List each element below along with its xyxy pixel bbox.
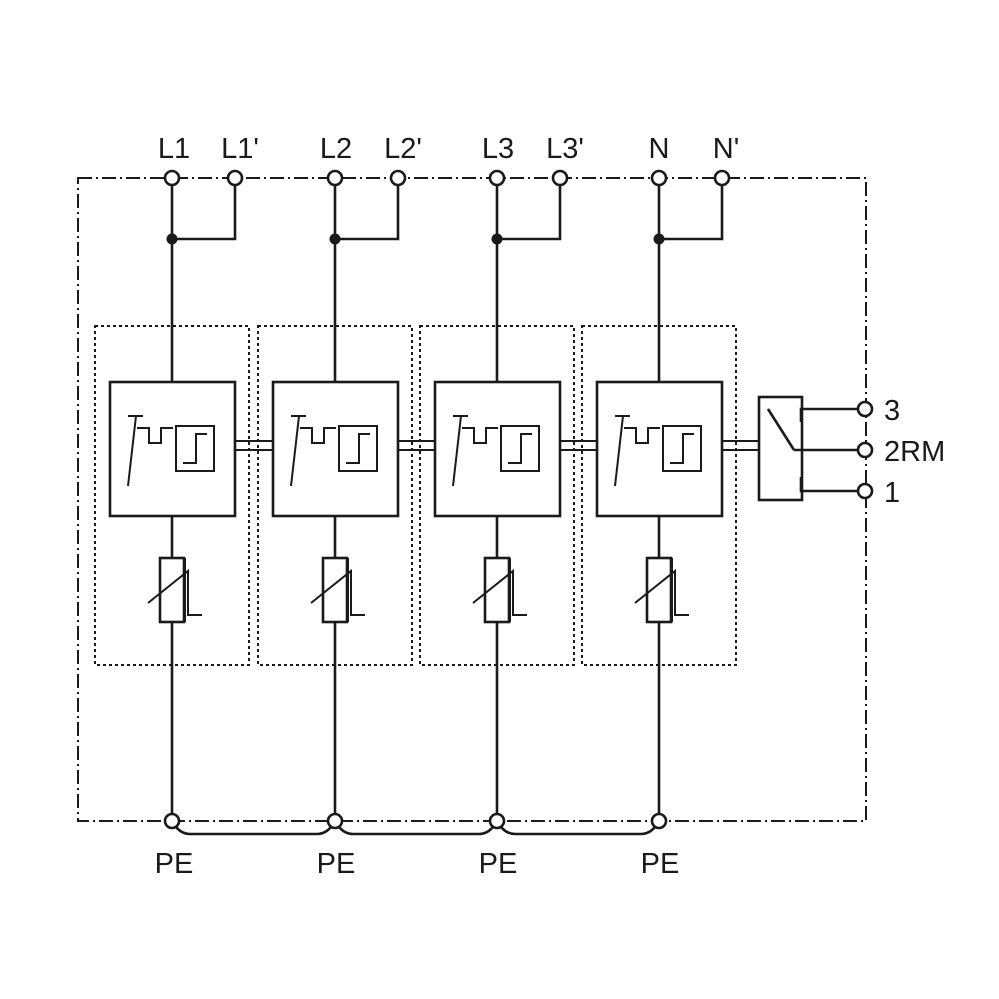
label-contact-3: 3 <box>884 395 900 427</box>
terminal-l2 <box>326 169 344 187</box>
label-contact-1: 1 <box>884 477 900 509</box>
label-pe: PE <box>155 848 194 880</box>
thermal-disconnect-symbol <box>290 415 336 487</box>
top-terminals <box>163 169 731 187</box>
module-3 <box>419 178 575 821</box>
terminal-l3-through <box>551 169 569 187</box>
label-pe: PE <box>317 848 356 880</box>
varistor-nonlinear-mark <box>147 568 202 616</box>
module-2 <box>257 178 413 821</box>
label-n-through: N' <box>713 133 739 165</box>
module-4 <box>581 178 737 821</box>
remote-contact <box>757 395 874 502</box>
thermal-disconnect-symbol <box>614 415 660 487</box>
terminal-1 <box>856 482 874 500</box>
junction-dot <box>653 233 665 245</box>
label-pe: PE <box>479 848 518 880</box>
varistor-nonlinear-mark <box>634 568 689 616</box>
disconnector-box <box>433 380 562 518</box>
terminal-n-through <box>713 169 731 187</box>
thermal-disconnect-symbol <box>127 415 173 487</box>
terminal-l1-through <box>226 169 244 187</box>
terminal-pe <box>163 812 181 830</box>
indicator-box <box>175 425 215 472</box>
junction-dot <box>329 233 341 245</box>
thermal-disconnect-symbol <box>452 415 498 487</box>
label-l1: L1 <box>158 133 190 165</box>
indicator-box <box>500 425 540 472</box>
enclosure-outline <box>77 177 867 822</box>
label-l2: L2 <box>320 133 352 165</box>
terminal-2rm <box>856 441 874 459</box>
label-pe: PE <box>641 848 680 880</box>
junction-dot <box>491 233 503 245</box>
pe-bridge <box>170 820 661 836</box>
disconnector-box <box>595 380 724 518</box>
junction-dot <box>166 233 178 245</box>
terminal-l3 <box>488 169 506 187</box>
terminal-n <box>650 169 668 187</box>
disconnector-box <box>108 380 237 518</box>
varistor-nonlinear-mark <box>310 568 365 616</box>
label-l3: L3 <box>482 133 514 165</box>
label-l2-through: L2' <box>384 133 422 165</box>
indicator-box <box>338 425 378 472</box>
terminal-pe <box>326 812 344 830</box>
terminal-pe <box>488 812 506 830</box>
varistor-nonlinear-mark <box>472 568 527 616</box>
terminal-l2-through <box>389 169 407 187</box>
module-1 <box>94 178 250 821</box>
mechanical-coupling <box>235 440 759 451</box>
label-l3-through: L3' <box>546 133 584 165</box>
terminal-l1 <box>163 169 181 187</box>
label-l1-through: L1' <box>221 133 259 165</box>
pe-terminals <box>163 812 668 830</box>
remote-contact-box <box>757 395 804 502</box>
label-contact-2rm: 2RM <box>884 436 945 468</box>
disconnector-box <box>271 380 400 518</box>
terminal-pe <box>650 812 668 830</box>
terminal-3 <box>856 400 874 418</box>
label-n: N <box>649 133 670 165</box>
indicator-box <box>662 425 702 472</box>
